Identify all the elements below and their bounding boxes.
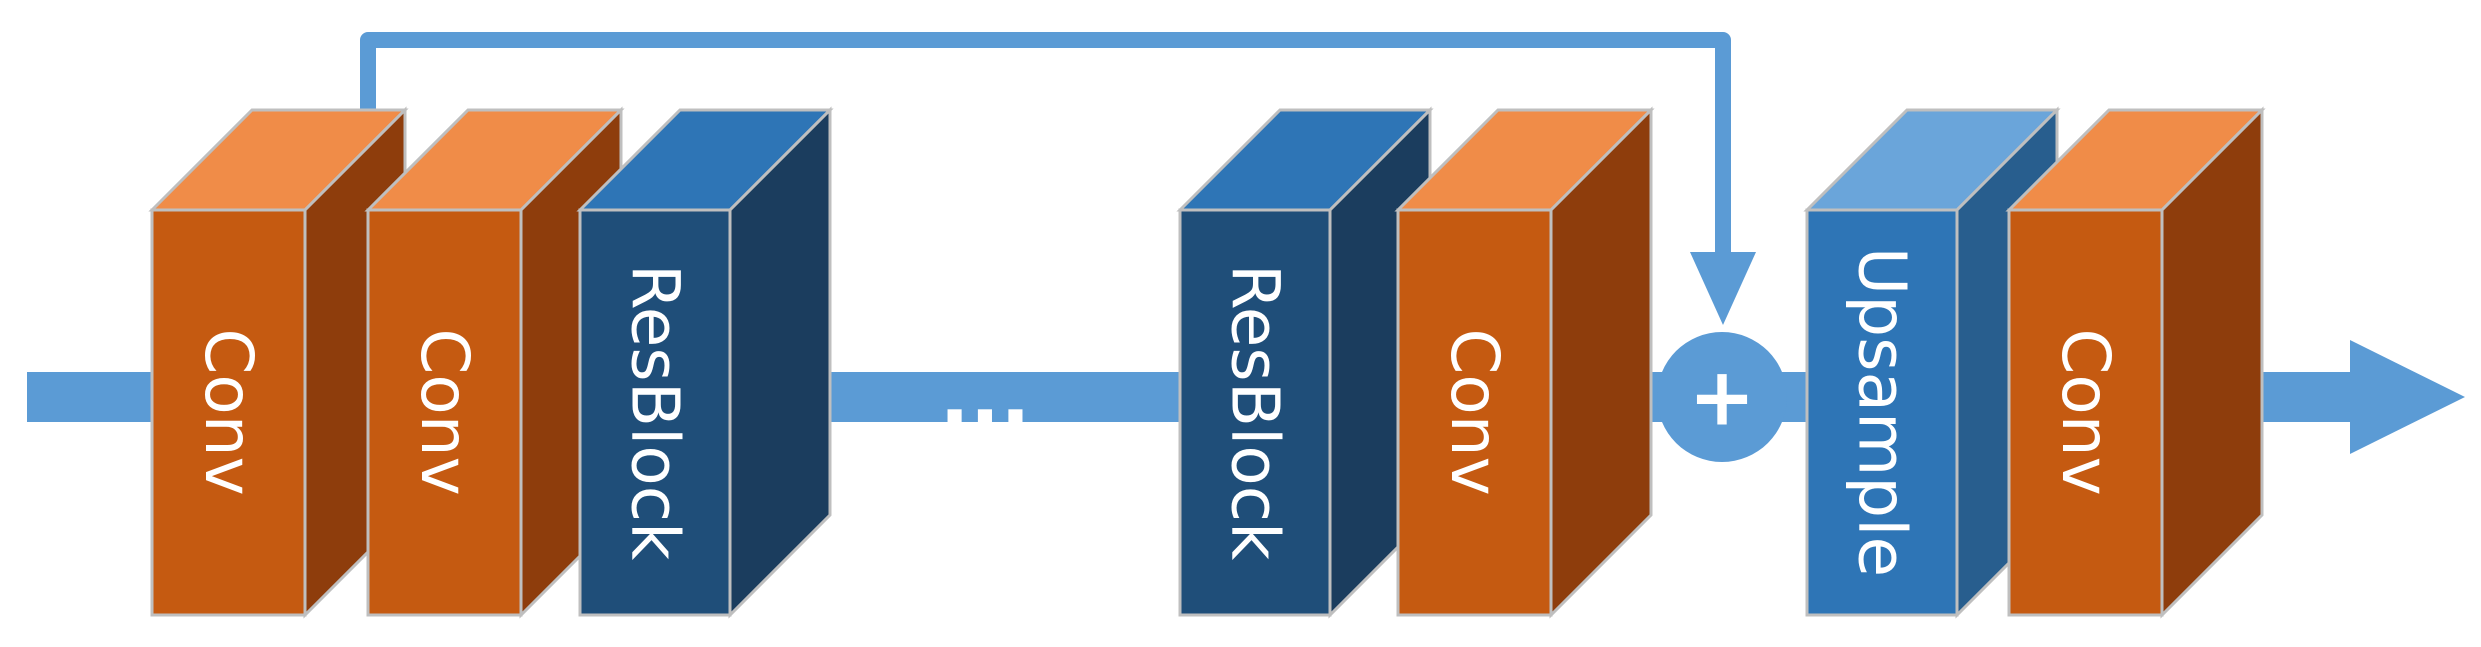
resblock-block-1: ResBlock [576, 106, 834, 619]
block-label: Conv [1436, 328, 1513, 495]
block-label: ResBlock [1217, 264, 1294, 561]
resblock-block-2: ResBlock [1176, 106, 1434, 619]
plus-icon: + [1688, 351, 1755, 444]
conv-block-3: Conv [1394, 106, 1655, 619]
ellipsis: ... [939, 351, 1030, 444]
block-label: Conv [2047, 328, 2124, 495]
conv-block-4: Conv [2005, 106, 2266, 619]
input-arrow [27, 372, 152, 422]
block-label: ResBlock [617, 264, 694, 561]
block-label: Upsample [1844, 247, 1921, 577]
block-label: Conv [406, 328, 483, 495]
block-label: Conv [190, 328, 267, 495]
skip-arrowhead [1690, 252, 1756, 325]
sum-node: + [1657, 332, 1787, 462]
middle-connector [790, 372, 1180, 422]
